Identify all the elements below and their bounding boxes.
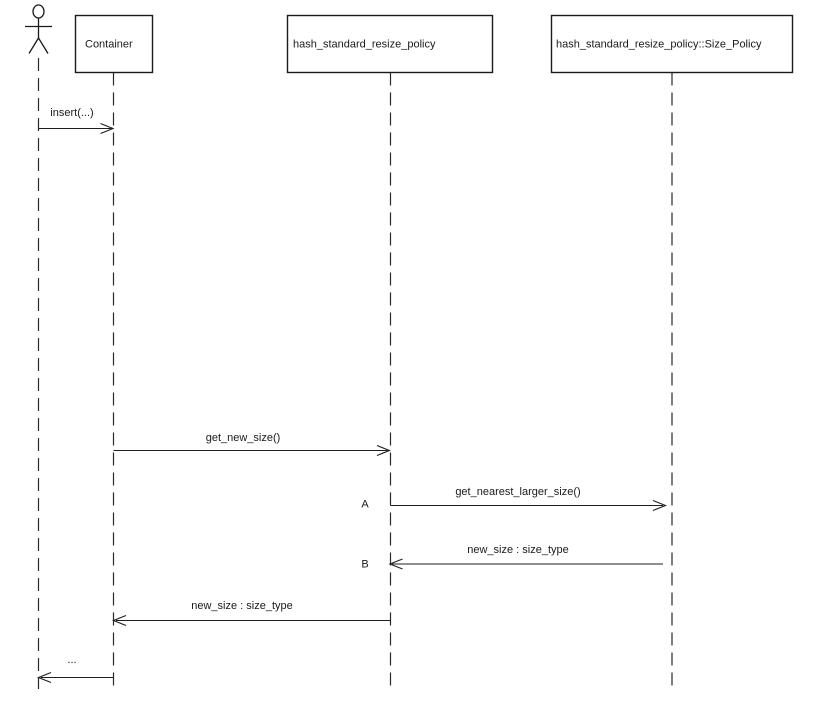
message-get-nearest-larger-size: get_nearest_larger_size() A <box>361 486 667 512</box>
object-box-container: Container <box>74 14 154 74</box>
arrowhead-left-icon <box>112 614 127 627</box>
message-get-new-size-label: get_new_size() <box>206 432 281 444</box>
arrowhead-left-icon <box>37 671 52 684</box>
arrowhead-right-icon <box>100 122 115 135</box>
actor-right-leg <box>37 37 49 54</box>
object-box-container-label: Container <box>85 39 133 51</box>
actor-left-leg <box>28 37 40 54</box>
message-insert: insert(...) <box>38 107 115 135</box>
message-marker-a: A <box>361 499 369 511</box>
message-marker-b: B <box>361 559 368 571</box>
actor-icon <box>25 4 52 54</box>
message-new-size-return-container-label: new_size : size_type <box>191 600 293 612</box>
message-new-size-return-container: new_size : size_type <box>112 600 391 627</box>
object-box-size-policy-rect <box>550 14 794 74</box>
message-new-size-return-b: new_size : size_type B <box>361 544 663 571</box>
message-return-ellipsis: ... <box>37 654 114 684</box>
message-get-nearest-larger-size-label: get_nearest_larger_size() <box>455 486 580 498</box>
actor-head <box>32 4 45 19</box>
arrowhead-right-icon <box>376 444 391 457</box>
message-new-size-return-b-label: new_size : size_type <box>467 544 569 556</box>
object-box-hash-standard-resize-policy-label: hash_standard_resize_policy <box>293 39 436 51</box>
object-box-hash-standard-resize-policy-rect <box>286 14 494 74</box>
object-box-hash-standard-resize-policy: hash_standard_resize_policy <box>286 14 494 74</box>
object-box-size-policy: hash_standard_resize_policy::Size_Policy <box>550 14 794 74</box>
object-box-container-rect <box>74 14 154 74</box>
object-box-size-policy-label: hash_standard_resize_policy::Size_Policy <box>556 39 762 51</box>
message-return-ellipsis-label: ... <box>67 654 76 666</box>
message-insert-label: insert(...) <box>50 107 93 119</box>
arrowhead-right-icon <box>652 499 667 512</box>
arrowhead-left-icon <box>388 558 403 570</box>
message-get-new-size: get_new_size() <box>113 432 391 457</box>
